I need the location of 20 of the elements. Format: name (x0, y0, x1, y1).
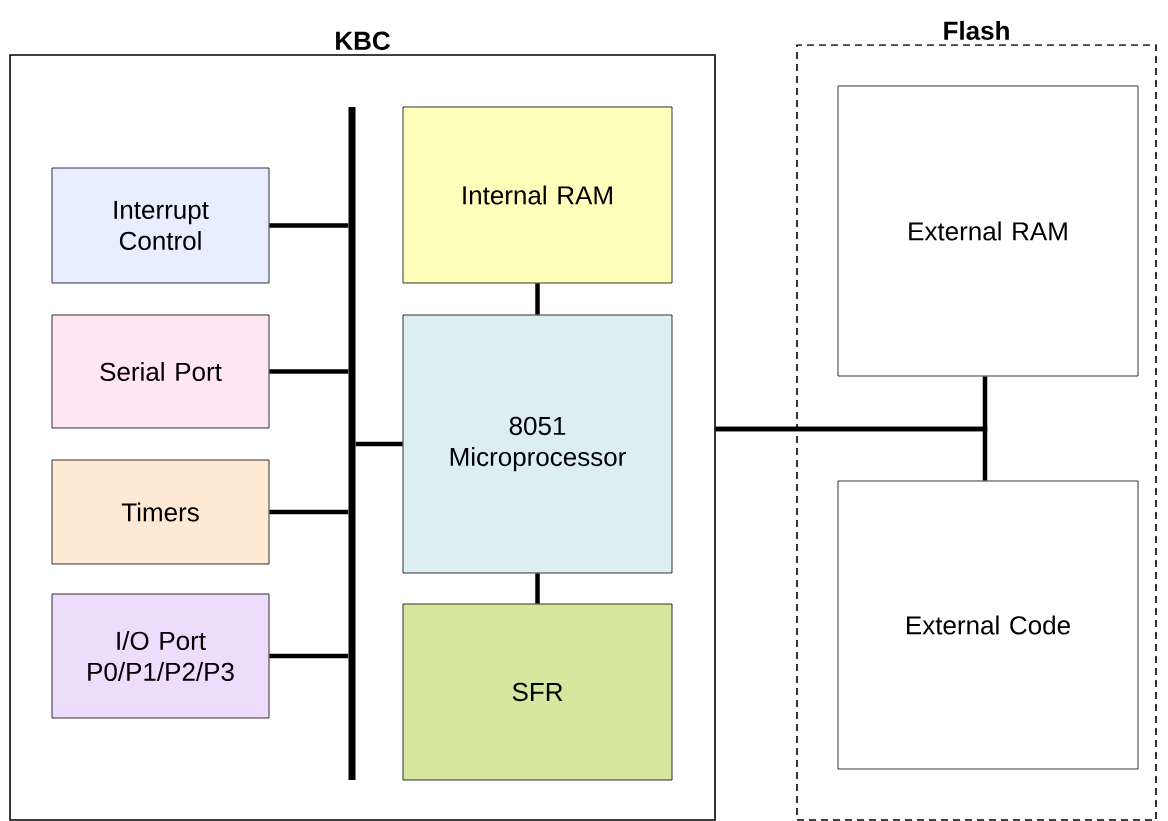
block-box: SFR (402, 603, 673, 781)
block-box: Serial Port (51, 314, 270, 429)
connector-line (355, 441, 403, 447)
connector-line (535, 283, 540, 315)
connector-line (269, 653, 349, 659)
connector-line (269, 509, 349, 515)
connector-line (535, 573, 540, 604)
block-box: 8051 Microprocessor (402, 314, 673, 574)
node-label: Flash (944, 20, 1009, 40)
block-box: External Code (837, 480, 1139, 770)
block-box: Internal RAM (402, 106, 673, 284)
block-box: Timers (51, 459, 270, 565)
connector-line (715, 426, 988, 481)
node-label: KBC (336, 31, 390, 50)
block-box: Interrupt Control (51, 167, 270, 284)
block-box: External RAM (837, 85, 1139, 377)
block-box: I/O Port P0/P1/P2/P3 (51, 593, 270, 719)
connector-line (269, 369, 349, 374)
bus-bar (348, 107, 356, 780)
connector-line (269, 223, 349, 228)
